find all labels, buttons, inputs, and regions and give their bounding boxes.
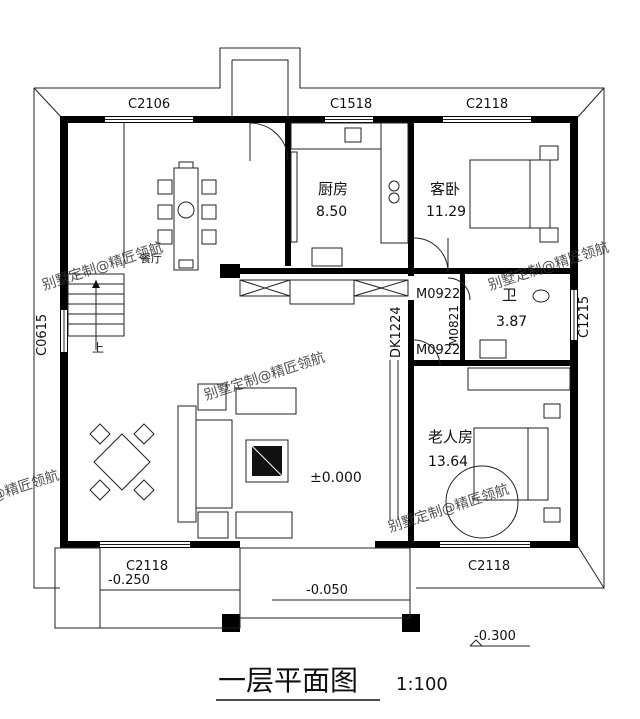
guest-bedroom-area: 11.29 bbox=[426, 204, 466, 220]
roof-outline bbox=[33, 47, 605, 589]
plan-scale: 1:100 bbox=[396, 674, 448, 695]
kitchen-area: 8.50 bbox=[316, 204, 347, 220]
exterior-walls bbox=[60, 116, 578, 548]
elevation-ground: -0.300 bbox=[474, 629, 516, 644]
tea-table bbox=[89, 423, 155, 501]
elder-room-name: 老人房 bbox=[428, 428, 473, 446]
stair-label: 上 bbox=[92, 341, 104, 355]
door-label-m3: M0922 bbox=[416, 343, 460, 358]
bathroom-fixtures bbox=[479, 289, 550, 359]
window-label-bottom-right: C2118 bbox=[468, 559, 510, 574]
window-label-left: C0615 bbox=[35, 314, 50, 356]
dining-table bbox=[157, 161, 217, 271]
bathroom-area: 3.87 bbox=[496, 314, 527, 330]
window-label-top-mid: C1518 bbox=[330, 97, 372, 112]
guest-bed bbox=[469, 145, 559, 243]
watermark-3: 别墅定制@精匠领航 bbox=[486, 240, 611, 294]
window-label-top-right: C2118 bbox=[466, 97, 508, 112]
window-label-right: C1215 bbox=[577, 296, 592, 338]
watermark-4: 别墅定制@精匠领航 bbox=[0, 468, 61, 522]
door-label-m2: M0821 bbox=[447, 305, 461, 346]
kitchen-name: 厨房 bbox=[318, 180, 348, 198]
stairs bbox=[67, 123, 125, 350]
doors bbox=[249, 122, 471, 520]
door-label-dk: DK1224 bbox=[389, 306, 404, 358]
watermark-1: 别墅定制@精匠领航 bbox=[40, 240, 165, 294]
porch bbox=[54, 547, 411, 629]
elevation-porch: -0.050 bbox=[306, 583, 348, 598]
door-label-m1: M0922 bbox=[416, 287, 460, 302]
guest-bedroom-name: 客卧 bbox=[430, 180, 460, 198]
elder-room-furniture bbox=[445, 367, 571, 539]
kitchen-fixtures bbox=[290, 122, 409, 267]
elevation-floor: ±0.000 bbox=[310, 470, 362, 486]
sofa-set bbox=[177, 383, 297, 539]
window-label-bottom-left: C2118 bbox=[126, 559, 168, 574]
plan-title: 一层平面图 bbox=[218, 664, 358, 697]
ground-line bbox=[469, 639, 530, 647]
bathroom-name: 卫 bbox=[502, 286, 517, 304]
watermark-5: 别墅定制@精匠领航 bbox=[386, 482, 511, 536]
elevation-porch-left: -0.250 bbox=[108, 573, 150, 588]
elder-room-area: 13.64 bbox=[428, 454, 468, 470]
dining-name: 餐厅 bbox=[140, 251, 162, 265]
cabinet-row bbox=[239, 279, 409, 305]
window-label-top-left: C2106 bbox=[128, 97, 170, 112]
